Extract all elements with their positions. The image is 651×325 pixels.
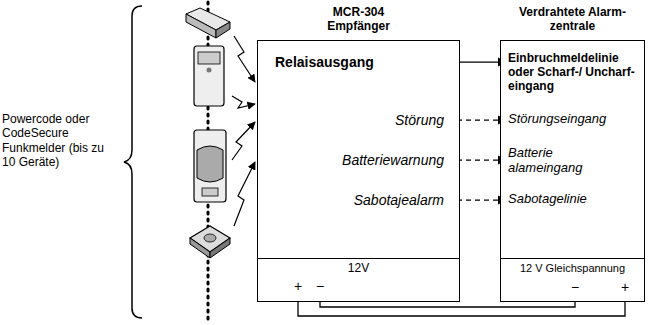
signal-text: 12V <box>257 259 460 276</box>
signal-text: Sabotajealarm <box>354 192 444 208</box>
radio-signal-arrows <box>232 36 255 226</box>
plus-terminal: + <box>291 278 305 294</box>
minus-terminal: − <box>568 279 582 295</box>
brace <box>124 6 142 318</box>
relay-output: Relaisausgang <box>275 54 374 70</box>
signal-text: Störung <box>395 112 444 128</box>
motion-detector-icon <box>194 130 226 202</box>
signal-text: + <box>618 279 632 295</box>
tamper-output: Sabotajealarm <box>354 192 444 208</box>
intrusion-input: Einbruchmeldelinie oder Scharf-/ Uncharf… <box>508 52 640 93</box>
signal-text: + <box>291 278 305 294</box>
signal-text: Einbruchmeldelinie oder Scharf-/ Uncharf… <box>508 52 640 93</box>
signal-text: − <box>313 278 327 294</box>
fault-output: Störung <box>395 112 444 128</box>
signal-text: Batteriewarnung <box>342 152 444 168</box>
door-contact-icon <box>186 8 230 38</box>
signal-text: Sabotagelinie <box>508 192 587 207</box>
power-band: − +12 V Gleichspannung <box>500 258 645 302</box>
box-title: MCR-304 Empfänger <box>304 6 414 34</box>
tamper-input: Sabotagelinie <box>508 192 587 207</box>
signal-text: Relaisausgang <box>275 54 374 70</box>
device-group-label: Powercode oder CodeSecure Funkmelder (bi… <box>2 112 114 170</box>
battery-input: Batterie alameingang <box>508 146 620 176</box>
fault-input: Störungseingang <box>508 112 606 127</box>
receiver-box: RelaisausgangStörungBatteriewarnungSabot… <box>257 4 460 302</box>
alarm-panel-box: Einbruchmeldelinie oder Scharf-/ Uncharf… <box>500 4 645 302</box>
plus-terminal: + <box>618 279 632 295</box>
transmitter-icon <box>194 46 224 106</box>
signal-text: Störungseingang <box>508 112 606 127</box>
battery-output: Batteriewarnung <box>342 152 444 168</box>
keyfob-icon <box>190 226 230 258</box>
minus-terminal: − <box>313 278 327 294</box>
box-title: Verdrahtete Alarm- zentrale <box>503 6 643 34</box>
signal-text: − <box>568 279 582 295</box>
signal-text: 12 V Gleichspannung <box>500 259 645 275</box>
power-band: +− 12V <box>257 258 460 302</box>
signal-text: Batterie alameingang <box>508 146 620 176</box>
